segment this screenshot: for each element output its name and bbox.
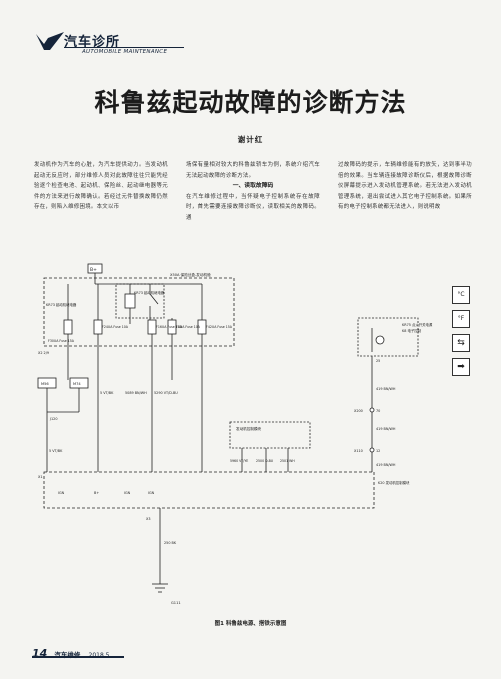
m56-label: M56 <box>41 382 49 386</box>
gnd-wire-label: 250 BK <box>164 541 177 545</box>
g111-label: G111 <box>171 601 181 605</box>
right-pin-3: 25 <box>376 359 380 363</box>
x110-label: X110 <box>354 449 363 453</box>
side-icon-bar: °C °F ⇆ ➡ <box>452 286 472 376</box>
col2-intro: 场保有量相对较大的科鲁兹轿车为例，系统介绍汽车无法起动故障的诊断方法。 <box>186 162 320 179</box>
ecm-pin-1: 5960 VT/YE <box>230 459 248 463</box>
wire-label-2: 5089 BN/WH <box>125 391 147 395</box>
right-pin-2: 12 <box>376 449 380 453</box>
bottom-pin-2: B+ <box>94 491 99 495</box>
journal-name: 汽车维修 <box>54 651 81 659</box>
m74-label: M74 <box>73 382 81 386</box>
car-tools-icon: ⇆ <box>452 334 470 352</box>
col2-heading: 一、读取故障码 <box>232 183 274 189</box>
col2-body: 在汽车维修过程中，当怀疑电子控制系统存在故障时，首先需要连接故障诊断仪，读取相关… <box>186 193 320 221</box>
right-wire-1: 419 BN/WH <box>376 387 396 391</box>
issue-date: 2018.5 <box>89 652 110 659</box>
ecm-pin-3: 2501 WH <box>280 459 295 463</box>
fuse-label-3: F16UA Fuse 15A <box>156 325 183 329</box>
figure-caption: 图1 科鲁兹电源、搭铁示意图 <box>214 621 287 627</box>
x50a-label: X50A 保险丝盒-发动机舱 <box>170 272 211 277</box>
x1-label: X1 <box>38 475 42 479</box>
section-subtitle: AUTOMOBILE MAINTENANCE <box>82 49 168 55</box>
bottom-pin-1: IGN <box>58 491 65 495</box>
relay-label: KR73 起动机继电器 <box>134 290 165 295</box>
x2-label: X2 2/9 <box>38 351 49 355</box>
body-col-2: 场保有量相对较大的科鲁兹轿车为例，系统介绍汽车无法起动故障的诊断方法。 一、读取… <box>186 160 320 223</box>
gear-sign-icon: °F <box>452 310 470 328</box>
k20-label: K20 发动机控制模块 <box>378 480 410 485</box>
ecm-pin-2: 2500 D-BU <box>256 459 274 463</box>
thermometer-icon: °C <box>452 286 470 304</box>
fuse-label-5: F42UA Fuse 15A <box>206 325 233 329</box>
bottom-pin-4: IGN <box>148 491 155 495</box>
section-title: 汽车诊所 <box>64 35 121 50</box>
right-module-label: KR75 点火开关电源 <box>402 322 433 327</box>
right-wire-3: 419 BN/WH <box>376 463 396 467</box>
right-pin-1: 70 <box>376 409 380 413</box>
author: 谢计红 <box>237 135 264 144</box>
body-col-3: 过故障码的提示，车辆维修能有的放矢，达到事半功倍的效果。当车辆连接故障诊断仪后，… <box>338 162 472 210</box>
page-number: 14 <box>32 647 48 660</box>
article-title: 科鲁兹起动故障的诊断方法 <box>94 88 407 117</box>
footer-rule <box>32 656 124 658</box>
arrow-right-icon: ➡ <box>452 358 470 376</box>
right-module-sub: K8 电子控制 <box>402 328 422 333</box>
x3-label: X3 <box>146 517 150 521</box>
wiring-diagram: B+ X50A 保险丝盒-发动机舱 KR73 起动机继电器 KR73 起动机继电… <box>37 263 433 605</box>
section-header: 汽车诊所 AUTOMOBILE MAINTENANCE <box>34 30 184 56</box>
kr73b-label: KR73 起动机继电器 <box>46 302 77 307</box>
fuse-label-2: F24UA Fuse 10A <box>102 325 129 329</box>
header-checkmark-icon <box>36 32 64 50</box>
j120-label: J120 <box>49 417 57 421</box>
battery-label: B+ <box>90 267 97 273</box>
fuse-label-1: F30UA Fuse 15A <box>48 339 75 343</box>
wire-label-4: 5 VT/BK <box>49 449 63 453</box>
bottom-pin-3: IGN <box>124 491 131 495</box>
ecm-label: 发动机控制模块 <box>236 426 262 431</box>
x200-label: X200 <box>354 409 363 413</box>
right-wire-2: 419 BN/WH <box>376 427 396 431</box>
wire-label-1: 5 VT/BK <box>100 391 114 395</box>
fuse-label-4: F4UA Fuse 10A <box>176 325 201 329</box>
body-col-1: 发动机作为汽车的心脏，为汽车提供动力。当发动机起动无反应时，部分维修人员对此故障… <box>34 162 168 210</box>
wire-label-3: 5290 VT/D-BU <box>154 391 178 395</box>
